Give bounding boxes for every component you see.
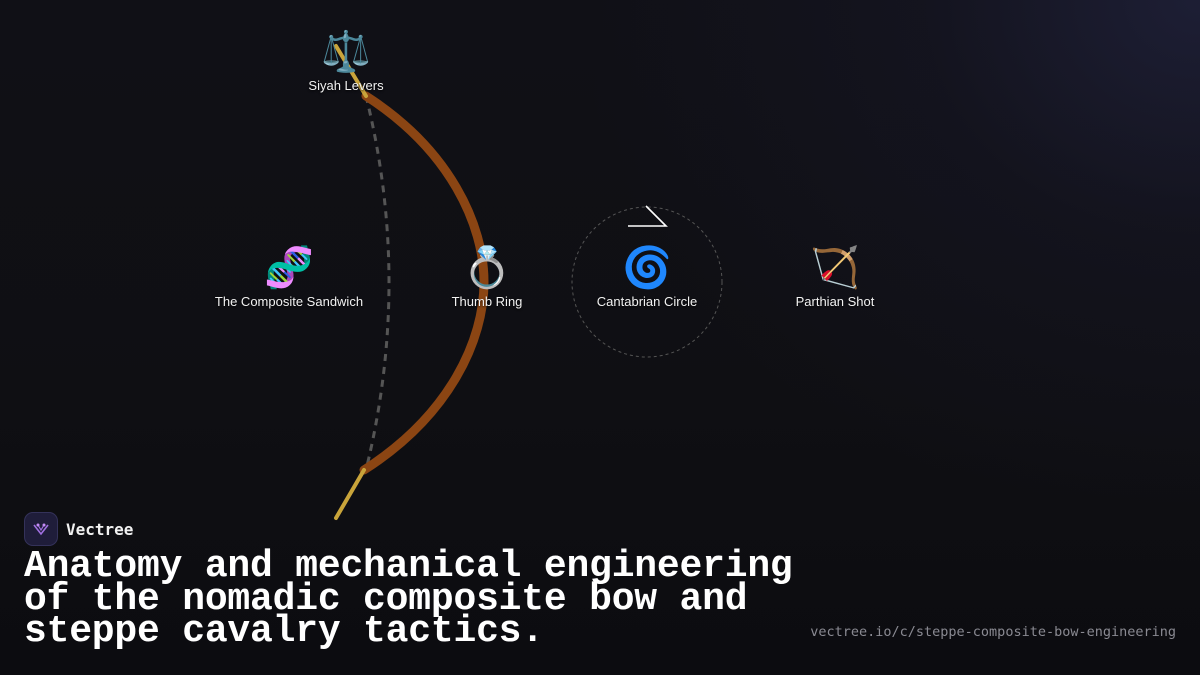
node-label: The Composite Sandwich: [214, 294, 364, 309]
node-label: Parthian Shot: [795, 294, 875, 309]
page-url[interactable]: vectree.io/c/steppe-composite-bow-engine…: [810, 624, 1176, 640]
scales-icon: ⚖️: [321, 29, 371, 75]
bowstring: [364, 95, 391, 471]
brand-name: Vectree: [66, 519, 134, 539]
node-thumb-ring[interactable]: 💍 Thumb Ring: [387, 244, 587, 309]
node-siyah-levers[interactable]: ⚖️ Siyah Levers: [246, 28, 446, 93]
upper-siyah: [334, 44, 368, 98]
headline: Anatomy and mechanical engineering of th…: [24, 545, 793, 653]
node-label: Thumb Ring: [451, 294, 523, 309]
dna-icon: 🧬: [264, 245, 314, 291]
vectree-logo-icon: [24, 512, 58, 546]
node-label: Siyah Levers: [308, 78, 384, 93]
ring-icon: 💍: [462, 245, 512, 291]
cyclone-icon: 🌀: [622, 245, 672, 291]
brand[interactable]: Vectree: [24, 512, 133, 546]
node-composite-sandwich[interactable]: 🧬 The Composite Sandwich: [189, 244, 389, 309]
bow-and-arrow-icon: 🏹: [810, 245, 860, 291]
node-parthian-shot[interactable]: 🏹 Parthian Shot: [735, 244, 935, 309]
node-label: Cantabrian Circle: [596, 294, 698, 309]
lower-siyah: [334, 468, 366, 520]
bow-limb: [359, 91, 489, 475]
cantabrian-circle-outline: [571, 206, 723, 358]
circle-direction-arrow: [628, 205, 668, 227]
node-cantabrian-circle[interactable]: 🌀 Cantabrian Circle: [547, 244, 747, 309]
